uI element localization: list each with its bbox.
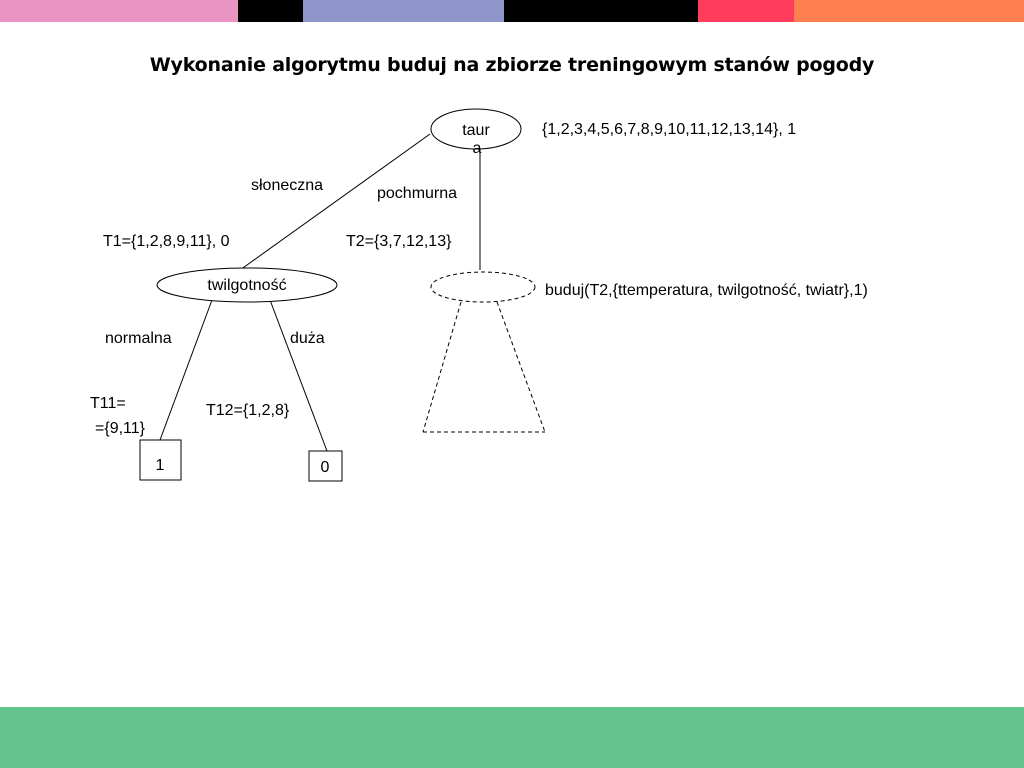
root-node bbox=[430, 108, 522, 150]
pending-subtree-node bbox=[430, 271, 536, 303]
stripe-lavender bbox=[303, 0, 504, 22]
top-color-stripes bbox=[0, 0, 1024, 22]
slide-title: Wykonanie algorytmu buduj na zbiorze tre… bbox=[149, 54, 875, 76]
subset-t11-label-line1: T11= bbox=[90, 395, 126, 412]
branch-label-sloneczna: słoneczna bbox=[251, 177, 323, 194]
edge-root-to-twilgotnosc bbox=[239, 133, 431, 271]
stripe-black-2 bbox=[504, 0, 698, 22]
stripe-black-1 bbox=[238, 0, 303, 22]
branch-label-duza: duża bbox=[290, 330, 325, 347]
subset-t11-label-line2: ={9,11} bbox=[95, 420, 146, 437]
stripe-red bbox=[698, 0, 794, 22]
branch-label-normalna: normalna bbox=[105, 330, 172, 347]
subset-t2-label: T2={3,7,12,13} bbox=[346, 233, 452, 250]
stripe-pink bbox=[0, 0, 238, 22]
root-node-label-line1: taur bbox=[462, 122, 490, 139]
subset-t1-label: T1={1,2,8,9,11}, 0 bbox=[103, 233, 230, 250]
leaf-node-1-label: 1 bbox=[156, 457, 165, 474]
stripe-orange bbox=[794, 0, 1024, 22]
subset-t12-label: T12={1,2,8} bbox=[206, 402, 290, 419]
branch-label-pochmurna: pochmurna bbox=[377, 185, 457, 202]
leaf-node-0 bbox=[308, 450, 343, 482]
pending-subtree-left-side bbox=[422, 301, 462, 433]
twilgotnosc-node-label: twilgotność bbox=[207, 277, 286, 294]
leaf-node-0-label: 0 bbox=[321, 459, 330, 476]
pending-subtree-right-side bbox=[496, 301, 546, 433]
footer-bar bbox=[0, 707, 1024, 768]
edge-twilgotnosc-to-leaf-0 bbox=[269, 299, 328, 452]
twilgotnosc-node bbox=[156, 267, 338, 303]
edge-twilgotnosc-to-leaf-1 bbox=[159, 299, 213, 441]
root-node-label-line2: a bbox=[473, 140, 482, 157]
recursive-call-label: buduj(T2,{ttemperatura, twilgotność, twi… bbox=[545, 282, 868, 299]
root-set-label: {1,2,3,4,5,6,7,8,9,10,11,12,13,14}, 1 bbox=[542, 121, 796, 138]
leaf-node-1 bbox=[139, 439, 182, 481]
